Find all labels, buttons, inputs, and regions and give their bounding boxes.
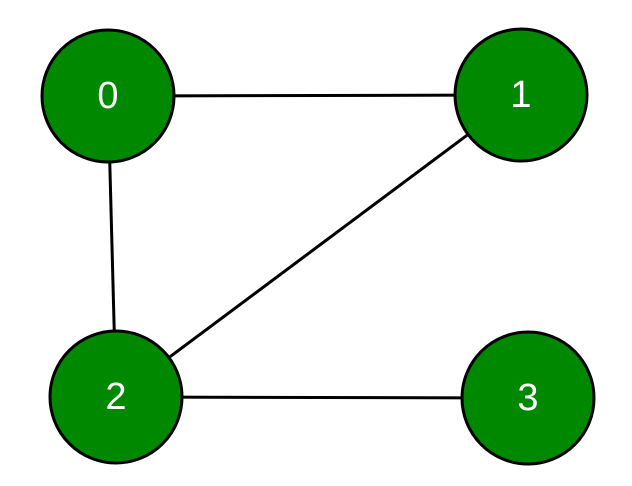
node-circle-3	[460, 330, 596, 466]
node-circle-2	[48, 329, 184, 465]
node-label-1: 1	[510, 74, 531, 116]
node-3: 3	[460, 330, 596, 466]
edges-layer	[106, 93, 530, 400]
node-0: 0	[40, 28, 176, 164]
node-circle-1	[453, 27, 589, 163]
node-1: 1	[453, 27, 589, 163]
edge-1-2	[114, 93, 523, 399]
node-circle-0	[40, 28, 176, 164]
edge-2-3	[114, 395, 530, 400]
node-label-3: 3	[517, 377, 538, 419]
node-label-2: 2	[105, 376, 126, 418]
nodes-layer: 0 1 2 3	[40, 27, 596, 466]
node-2: 2	[48, 329, 184, 465]
node-label-0: 0	[97, 75, 118, 117]
edge-0-1	[106, 93, 523, 98]
